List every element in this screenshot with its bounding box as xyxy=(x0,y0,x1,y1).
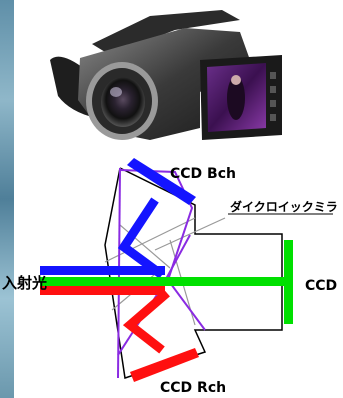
red-beam xyxy=(40,286,165,295)
ccd-green-sensor xyxy=(284,240,293,324)
prism-body-outline xyxy=(104,167,283,379)
label-ccd-bch: CCD Bch xyxy=(170,166,236,182)
lens-highlight xyxy=(110,87,122,97)
camcorder-handle xyxy=(92,10,240,55)
dichroic-edge-upper xyxy=(119,169,206,331)
lens-glass xyxy=(101,77,145,127)
ray-line-2 xyxy=(154,217,226,251)
green-beam xyxy=(40,277,285,286)
blue-beam xyxy=(40,266,165,275)
red-path xyxy=(122,289,170,354)
label-dichroic-mirror: ダイクロイックミラ xyxy=(230,199,338,214)
ccd-bch-sensor xyxy=(127,158,196,205)
lcd-button-3 xyxy=(270,100,276,107)
lcd-screen-figure xyxy=(227,76,245,120)
blue-path xyxy=(117,197,165,279)
lcd-screen-face xyxy=(231,75,241,85)
ray-line-3 xyxy=(119,224,171,269)
ccd-rch-sensor xyxy=(130,348,199,382)
camcorder-illustration xyxy=(50,10,282,140)
lcd-button-1 xyxy=(270,72,276,79)
background-photo-strip xyxy=(0,0,14,398)
lcd-button-4 xyxy=(270,114,276,121)
prism-diagram: CCD Bch ダイクロイックミラ 入射光 CCD CCD Rch xyxy=(2,158,338,396)
label-ccd-rch: CCD Rch xyxy=(160,380,226,396)
lcd-button-2 xyxy=(270,86,276,93)
label-ccd: CCD xyxy=(305,278,337,294)
label-incident-light: 入射光 xyxy=(2,274,47,292)
